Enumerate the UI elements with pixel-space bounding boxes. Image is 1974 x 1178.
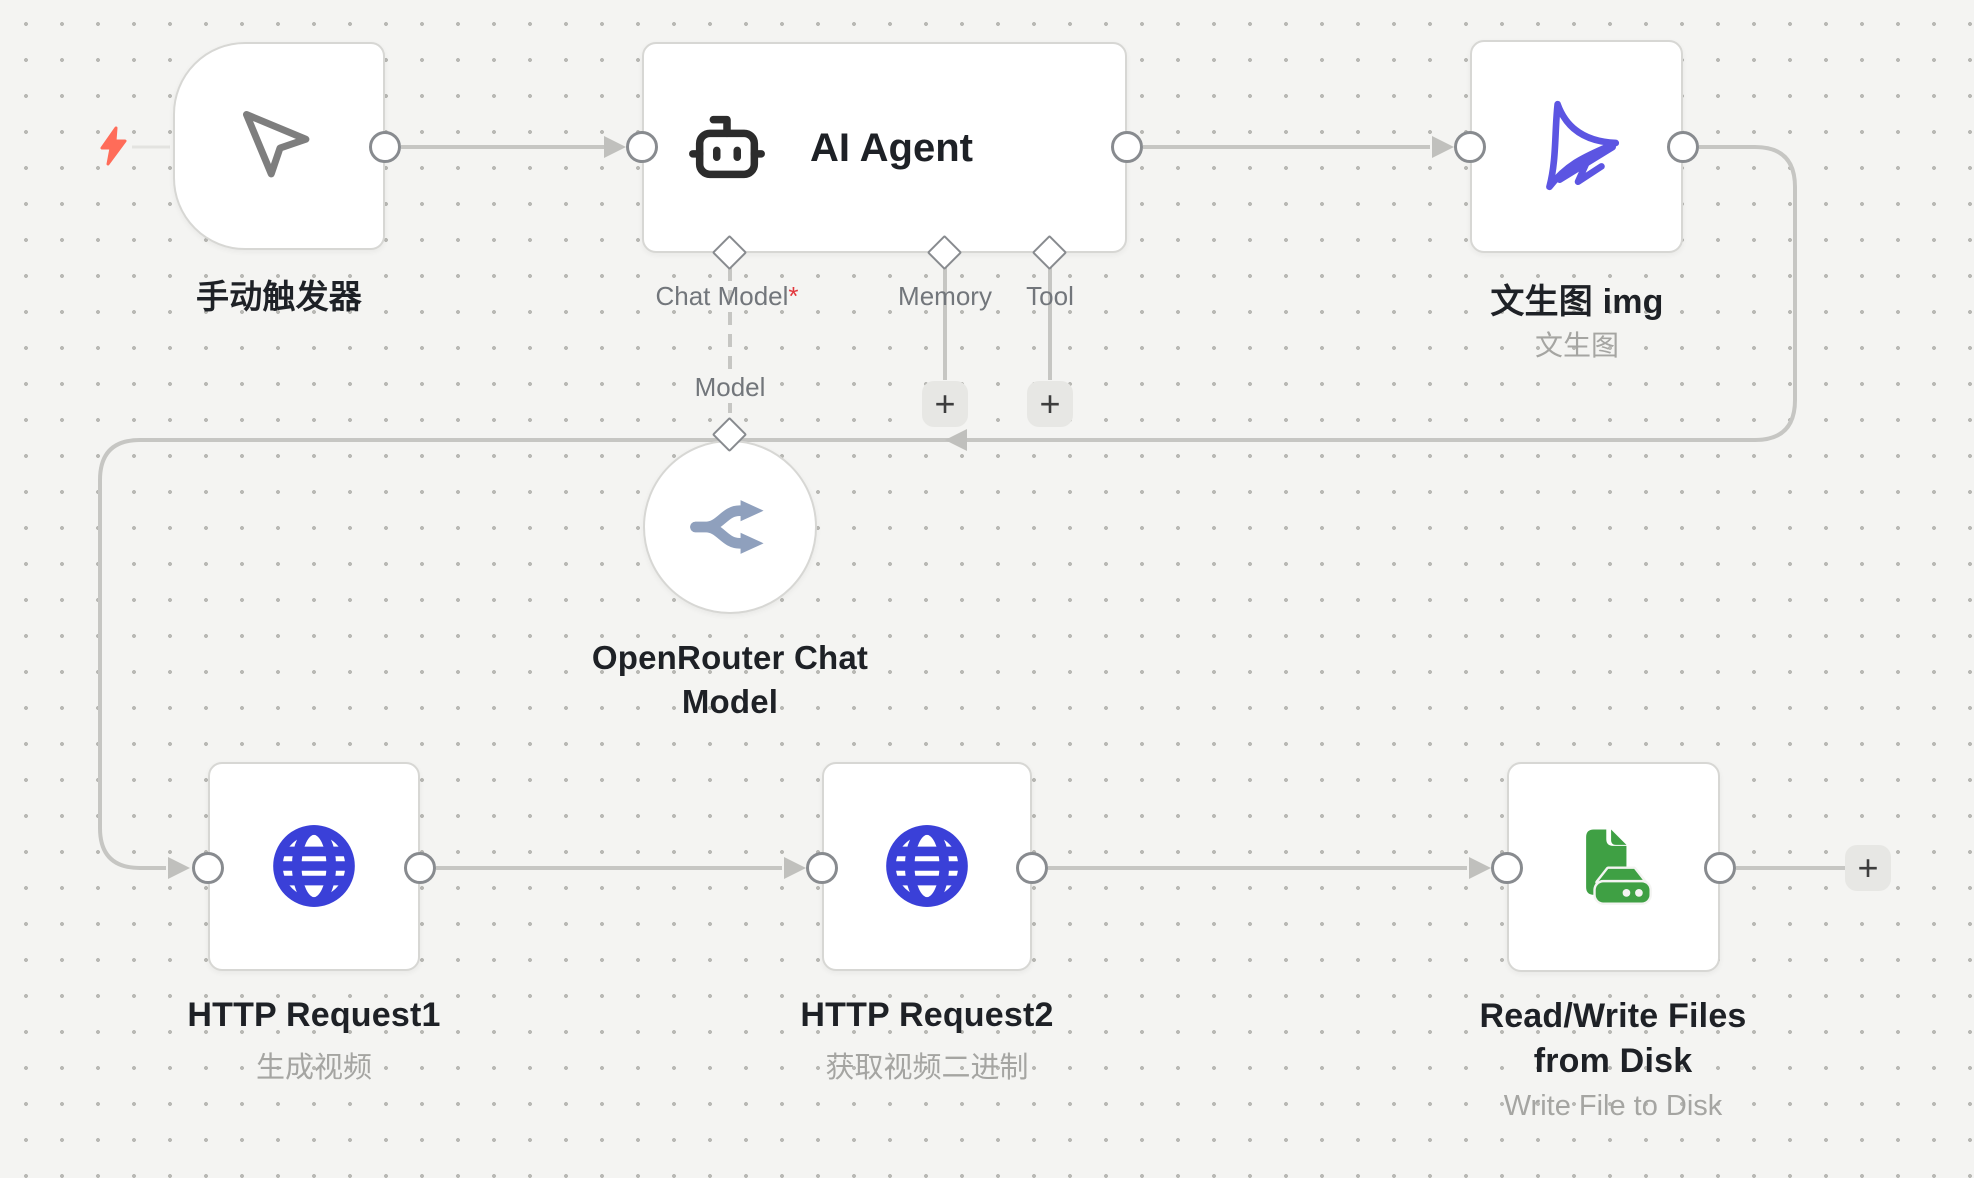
port-image-output[interactable] (1667, 131, 1699, 163)
port-agent-input[interactable] (626, 131, 658, 163)
http1-title: HTTP Request1 (187, 996, 441, 1034)
openrouter-icon (690, 500, 764, 554)
port-rw-input[interactable] (1491, 852, 1523, 884)
rw-title: Read/Write Files from Disk (1479, 997, 1747, 1080)
port-http2-output[interactable] (1016, 852, 1048, 884)
file-disk-icon (1586, 829, 1652, 905)
http2-subtitle: 获取视频二进制 (825, 1052, 1029, 1084)
arrowhead (1432, 136, 1454, 158)
required-marker: * (788, 281, 799, 311)
port-rw-output[interactable] (1704, 852, 1736, 884)
image-gen-icon (1546, 100, 1620, 191)
node-openrouter-chat-model[interactable] (643, 440, 817, 614)
arrowhead (784, 857, 806, 879)
memory-label: Memory (898, 281, 992, 311)
image-gen-subtitle: 文生图 (1534, 330, 1620, 361)
http2-title: HTTP Request2 (800, 996, 1054, 1034)
port-trigger-output[interactable] (369, 131, 401, 163)
arrowhead (1469, 857, 1491, 879)
globe-icon (886, 825, 968, 907)
bot-icon (689, 115, 765, 179)
model-label: Model (686, 372, 774, 403)
image-gen-title: 文生图 img (1490, 283, 1664, 321)
add-memory-button[interactable]: + (922, 381, 968, 427)
port-http2-input[interactable] (806, 852, 838, 884)
arrowhead (604, 136, 626, 158)
arrowhead-left (945, 429, 967, 451)
port-http1-output[interactable] (404, 852, 436, 884)
port-http1-input[interactable] (192, 852, 224, 884)
ai-agent-title: AI Agent (810, 126, 973, 170)
add-next-node-button[interactable]: + (1845, 845, 1891, 891)
node-image-gen[interactable] (1470, 40, 1683, 253)
cursor-icon (243, 111, 310, 178)
port-agent-output[interactable] (1111, 131, 1143, 163)
arrowhead (168, 857, 190, 879)
chat-model-label: Chat Model* (655, 281, 798, 312)
trigger-title: 手动触发器 (196, 278, 362, 315)
add-tool-button[interactable]: + (1027, 381, 1073, 427)
rw-subtitle: Write File to Disk (1503, 1090, 1723, 1122)
node-ai-agent[interactable] (642, 42, 1127, 253)
openrouter-title: OpenRouter Chat Model (591, 639, 869, 720)
execute-bolt-icon[interactable] (96, 126, 130, 166)
globe-icon (273, 825, 355, 907)
tool-label: Tool (1026, 281, 1074, 311)
http1-subtitle: 生成视频 (255, 1052, 373, 1084)
port-image-input[interactable] (1454, 131, 1486, 163)
chat-model-text: Chat Model (655, 281, 789, 311)
